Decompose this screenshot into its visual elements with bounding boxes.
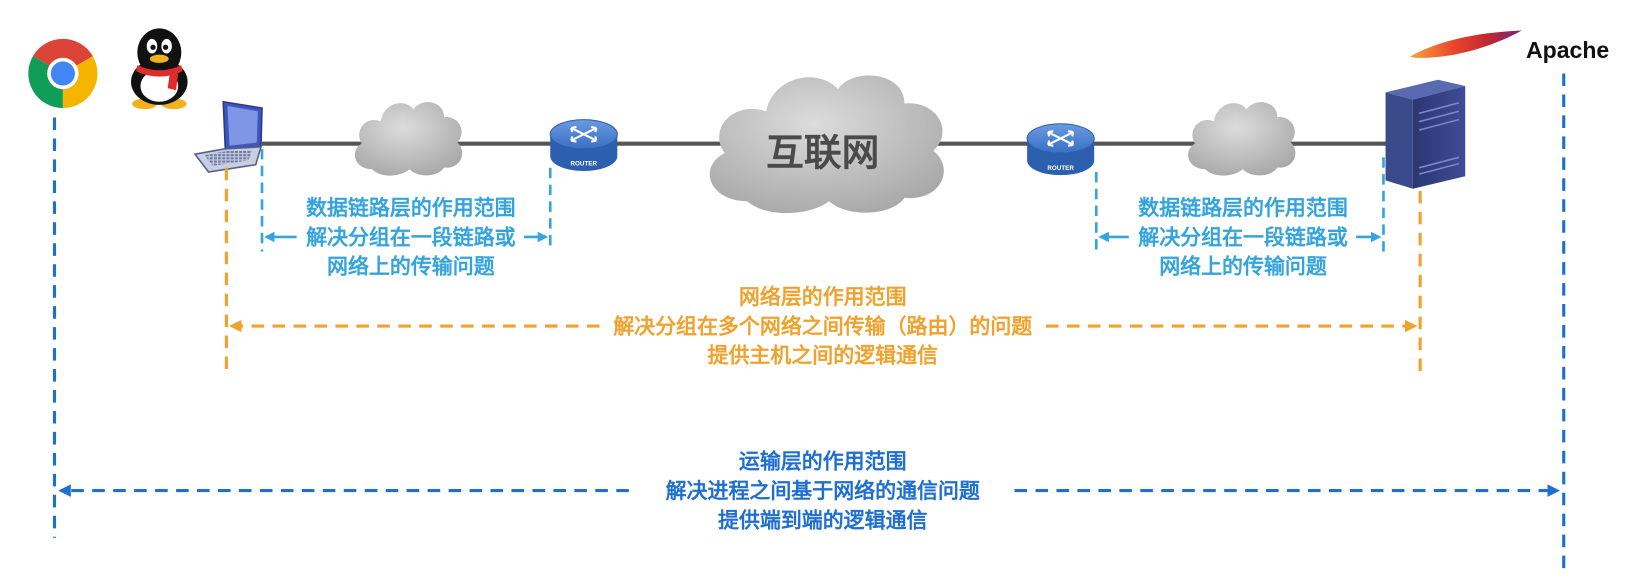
chrome-icon: [28, 38, 98, 109]
data-link-left-line-3: 网络上的传输问题: [327, 255, 495, 279]
router-icon: ROUTER: [549, 119, 618, 171]
router-label: ROUTER: [571, 161, 598, 168]
apache-brand-text: Apache: [1526, 37, 1609, 63]
internet-label: 互联网: [766, 132, 879, 174]
qq-icon: [131, 28, 188, 110]
apache-feather-icon: [1409, 30, 1522, 58]
server-side-face: [1385, 92, 1413, 189]
laptop-keyboard: [204, 149, 253, 166]
network-scope-line-2: 解决分组在多个网络之间传输（路由）的问题: [613, 314, 1032, 338]
qq-pupil-left: [150, 44, 156, 50]
data-link-left-line-2: 解决分组在一段链路或: [306, 225, 516, 249]
chrome-blue-center: [50, 61, 75, 86]
qq-scarf: [136, 65, 183, 91]
router-label: ROUTER: [1047, 165, 1074, 172]
router-icon: ROUTER: [1026, 123, 1095, 176]
chrome-red-segment: [32, 38, 93, 74]
network-scope-title: 网络层的作用范围: [739, 285, 907, 309]
network-scope-line-3: 提供主机之间的逻辑通信: [707, 344, 938, 368]
qq-pupil-right: [162, 44, 169, 50]
apache-logo: Apache: [1409, 30, 1609, 63]
transport-scope-line-2: 解决进程之间基于网络的通信问题: [666, 479, 980, 503]
internet-cloud: 互联网: [709, 75, 944, 214]
server-top: [1385, 79, 1466, 100]
qq-belly: [140, 70, 179, 102]
transport-scope-title: 运输层的作用范围: [739, 450, 907, 474]
transport-scope-line-3: 提供端到端的逻辑通信: [718, 508, 928, 532]
qq-head: [137, 28, 182, 77]
qq-beak: [149, 54, 169, 63]
server-drive-bays: [1418, 102, 1460, 175]
data-link-left-title: 数据链路层的作用范围: [306, 196, 516, 220]
data-link-right-title: 数据链路层的作用范围: [1138, 196, 1348, 220]
data-link-right-line-3: 网络上的传输问题: [1159, 255, 1327, 279]
data-link-right-line-2: 解决分组在一段链路或: [1138, 225, 1348, 249]
server-icon: [1385, 79, 1466, 189]
laptop-screen: [227, 105, 258, 146]
router-arrows: [1047, 130, 1075, 147]
router-arrows: [570, 125, 598, 143]
laptop-icon: [193, 100, 263, 173]
